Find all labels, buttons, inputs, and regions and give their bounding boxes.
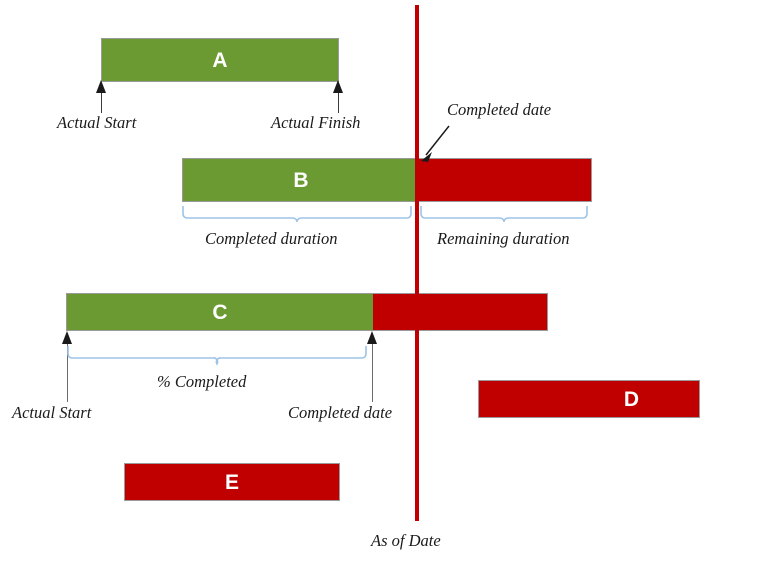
c-actual-start-label: Actual Start [12, 403, 92, 422]
gantt-bar-c-label: C [212, 300, 228, 324]
as-of-date-line [415, 5, 419, 521]
c-percent-completed-brace [67, 346, 367, 366]
as-of-date-label: As of Date [371, 531, 441, 550]
a-actual-finish-label: Actual Finish [271, 113, 361, 132]
gantt-bar-d[interactable]: D [478, 380, 700, 418]
b-remaining-duration-label: Remaining duration [437, 229, 570, 248]
c-actual-start-leader [67, 340, 69, 402]
b-completed-date-label: Completed date [447, 100, 552, 119]
a-actual-start-label: Actual Start [57, 113, 137, 132]
a-actual-finish-leader [338, 88, 340, 113]
gantt-bar-e[interactable]: E [124, 463, 340, 501]
b-completed-duration-brace [182, 206, 412, 223]
gantt-bar-b-completed-segment: B [183, 159, 419, 201]
gantt-bar-b[interactable]: B [182, 158, 592, 202]
gantt-bar-b-label: B [293, 168, 309, 192]
c-completed-date-label: Completed date [288, 403, 393, 422]
b-completed-date-leader [425, 125, 450, 156]
c-completed-date-leader [372, 340, 374, 402]
gantt-bar-c[interactable]: C [66, 293, 548, 331]
gantt-bar-a-label: A [212, 48, 228, 72]
b-completed-duration-label: Completed duration [205, 229, 338, 248]
gantt-bar-a[interactable]: A [101, 38, 339, 82]
c-percent-completed-label: % Completed [157, 372, 247, 391]
gantt-bar-c-completed-segment: C [67, 294, 373, 330]
a-actual-start-leader [101, 88, 103, 113]
gantt-bar-e-label: E [224, 470, 239, 494]
gantt-bar-d-label: D [623, 387, 639, 411]
b-remaining-duration-brace [420, 206, 588, 223]
